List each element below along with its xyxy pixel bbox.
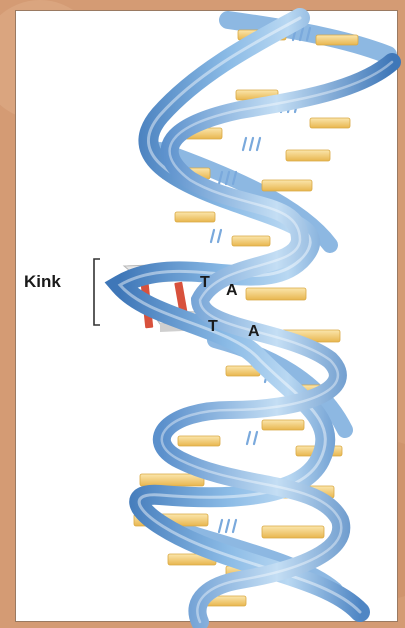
base-label-t-lower: T: [208, 318, 218, 336]
kink-label: Kink: [24, 272, 61, 292]
base-pair: [262, 420, 304, 430]
base-label-a-lower: A: [248, 323, 260, 341]
base-label-t-upper: T: [200, 274, 210, 292]
base-label-a-upper: A: [226, 282, 238, 300]
base-pair: [246, 288, 306, 300]
bracket-icon: [94, 259, 100, 325]
